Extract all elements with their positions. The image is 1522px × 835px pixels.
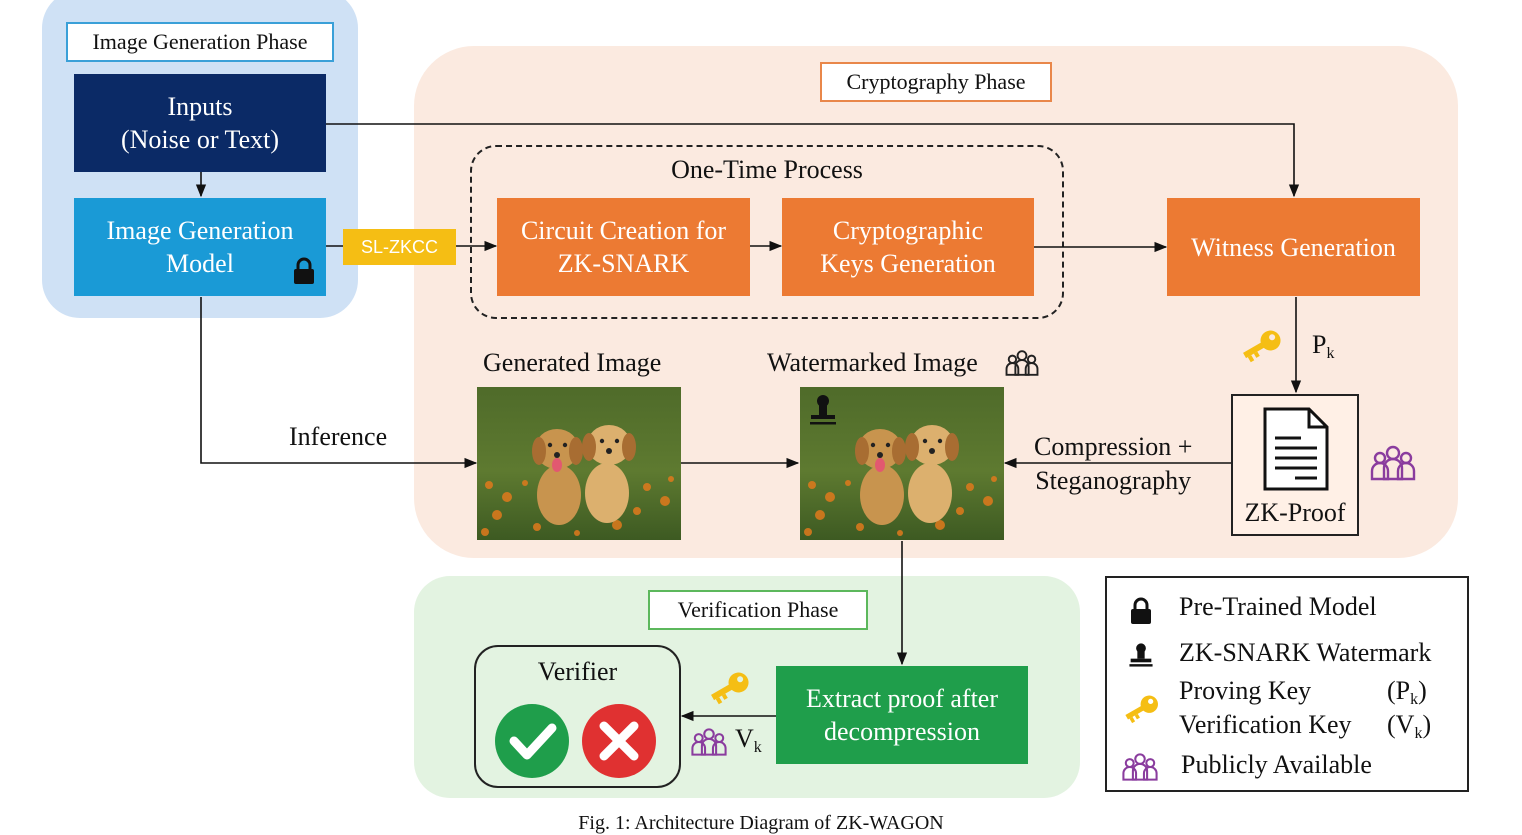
image-generation-model-node: Image Generation Model (74, 198, 326, 296)
vk-label: Vk (735, 724, 762, 757)
stamp-icon (810, 395, 836, 425)
inputs-to-witness-arrow (326, 123, 1300, 198)
keys-line-2: Keys Generation (820, 249, 996, 278)
watermarked-image (800, 387, 1004, 540)
image-generation-phase-label: Image Generation Phase (66, 22, 334, 62)
check-icon (495, 704, 569, 778)
lock-icon (1131, 597, 1151, 624)
verifier-node: Verifier (474, 645, 681, 788)
extract-proof-node: Extract proof after decompression (776, 666, 1028, 764)
key-icon (1125, 695, 1158, 724)
zk-proof-label: ZK-Proof (1244, 498, 1346, 527)
stamp-icon (1129, 643, 1153, 667)
watermarked-image-label: Watermarked Image (767, 348, 978, 377)
legend-pk-sub: k (1410, 691, 1419, 708)
compression-label: Compression + Steganography (1034, 430, 1192, 498)
sl-zkcc-label: SL-ZKCC (343, 229, 456, 265)
inputs-node: Inputs (Noise or Text) (74, 74, 326, 172)
extract-line-2: decompression (824, 717, 980, 746)
vk-symbol: V (735, 724, 754, 753)
legend-proving-key-symbol: (Pk) (1387, 676, 1427, 709)
witness-generation-node: Witness Generation (1167, 198, 1420, 296)
figure-caption: Fig. 1: Architecture Diagram of ZK-WAGON (578, 812, 944, 834)
people-icon (1122, 753, 1158, 781)
legend-vk-sym: (V (1387, 710, 1415, 739)
inputs-line-2: (Noise or Text) (121, 125, 279, 154)
inference-label: Inference (289, 422, 388, 451)
keys-generation-node: Cryptographic Keys Generation (782, 198, 1034, 296)
one-time-process-group (470, 145, 1064, 319)
model-line-2: Model (166, 249, 234, 278)
pk-label: Pk (1312, 330, 1334, 363)
circuit-line-2: ZK-SNARK (557, 249, 690, 278)
generated-image (477, 387, 681, 540)
zk-proof-node: ZK-Proof (1231, 394, 1359, 536)
cryptography-phase-label: Cryptography Phase (820, 62, 1052, 102)
pk-subscript: k (1326, 345, 1335, 362)
key-icon (711, 672, 749, 705)
legend-vk-close: ) (1422, 710, 1432, 739)
legend-pk-close: ) (1418, 676, 1427, 705)
legend-vk-sub: k (1414, 725, 1423, 742)
legend: Pre-Trained Model ZK-SNARK Watermark Pro… (1105, 576, 1469, 792)
legend-proving-key: Proving Key (1179, 676, 1312, 705)
legend-watermark: ZK-SNARK Watermark (1179, 638, 1432, 667)
circuit-creation-node: Circuit Creation for ZK-SNARK (497, 198, 750, 296)
legend-pretrained: Pre-Trained Model (1179, 592, 1377, 621)
inference-arrow (200, 297, 478, 469)
legend-verification-key: Verification Key (1179, 710, 1352, 739)
legend-pk-sym: (P (1387, 676, 1411, 705)
people-icon (1370, 445, 1416, 481)
verification-phase-label: Verification Phase (648, 590, 868, 630)
verifier-label: Verifier (537, 657, 618, 686)
people-icon (1005, 350, 1039, 376)
legend-public: Publicly Available (1181, 750, 1372, 779)
model-line-1: Image Generation (106, 216, 294, 245)
people-icon (691, 728, 727, 756)
vk-subscript: k (753, 739, 762, 756)
compression-line-2: Steganography (1035, 466, 1192, 495)
keys-line-1: Cryptographic (832, 216, 984, 245)
extract-line-1: Extract proof after (805, 684, 998, 713)
circuit-line-1: Circuit Creation for (520, 216, 727, 245)
legend-verification-key-symbol: (Vk) (1387, 710, 1431, 743)
inputs-line-1: Inputs (167, 92, 233, 121)
generated-image-label: Generated Image (483, 348, 662, 377)
compression-line-1: Compression + (1034, 432, 1193, 461)
document-icon (1263, 407, 1329, 491)
pk-symbol: P (1312, 330, 1327, 359)
cross-icon (582, 704, 656, 778)
lock-icon (294, 257, 314, 284)
one-time-process-label: One-Time Process (671, 155, 863, 184)
key-icon (1243, 330, 1281, 363)
